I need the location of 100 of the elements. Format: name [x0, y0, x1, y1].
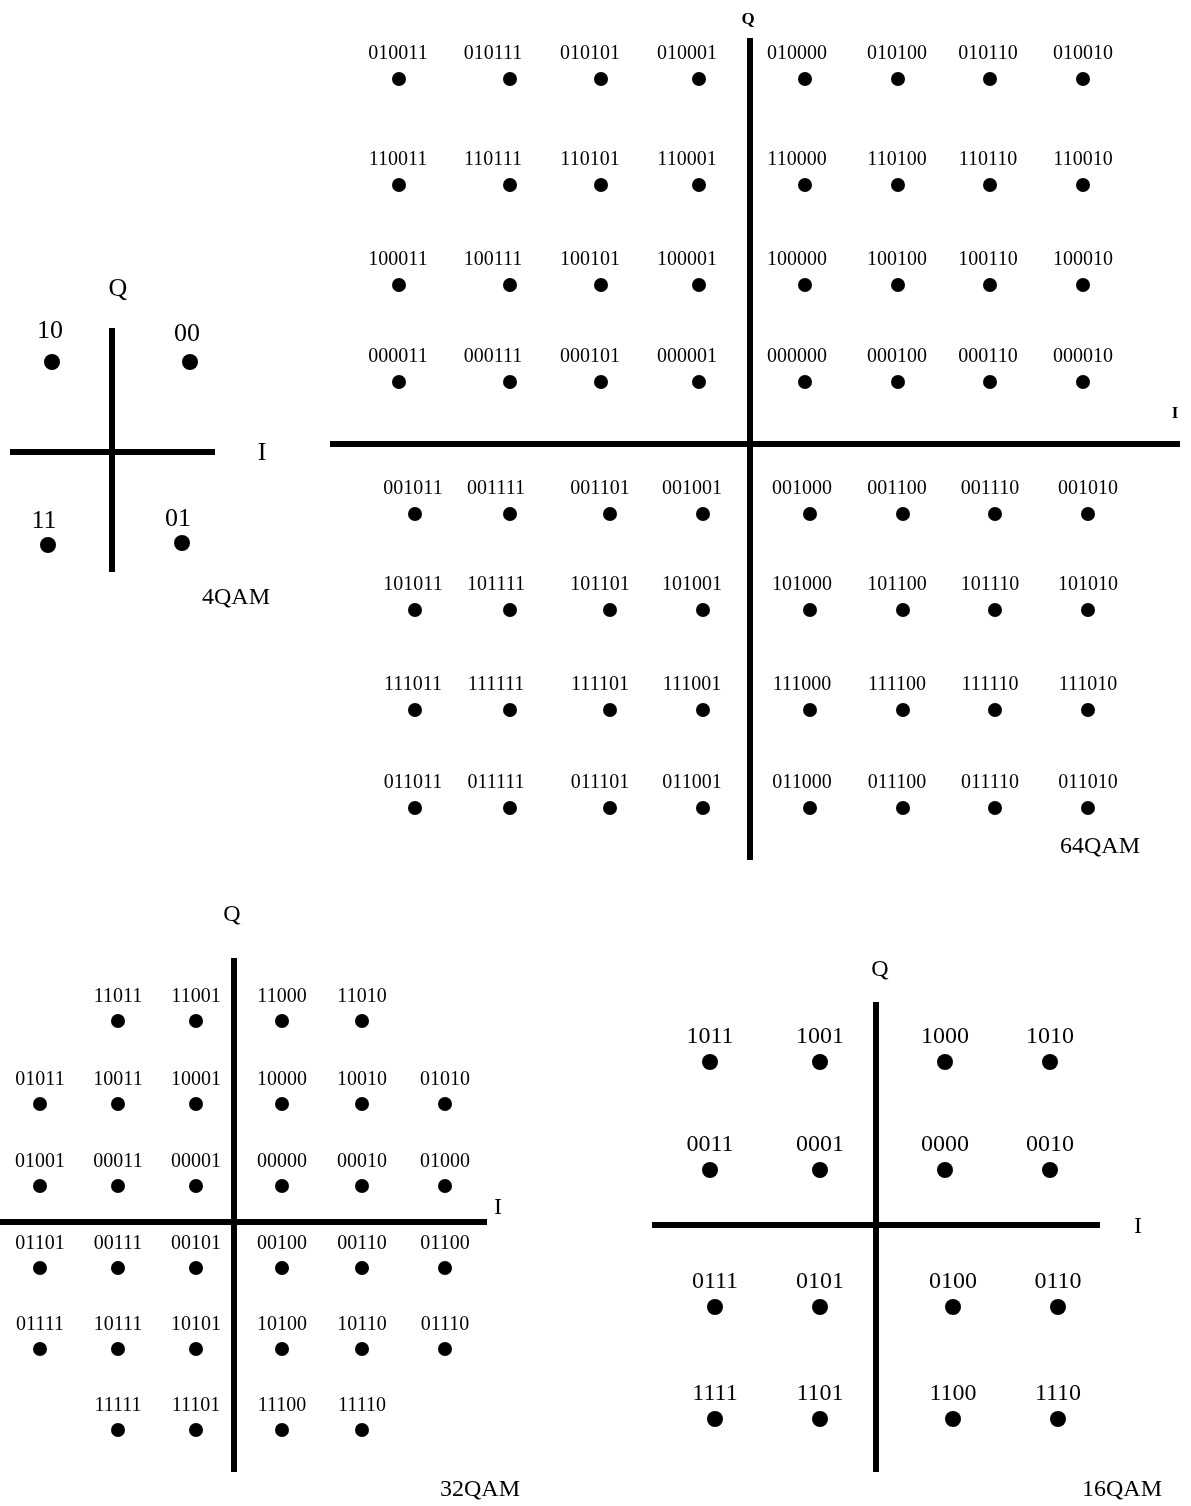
bit-label: 011101: [570, 771, 630, 791]
bit-label: 10101: [171, 1313, 221, 1333]
bit-label: 100110: [958, 248, 1018, 268]
bit-label: 000000: [767, 345, 827, 365]
bit-label: 001111: [467, 477, 525, 497]
bit-label: 1000: [921, 1023, 969, 1047]
bit-label: 000101: [560, 345, 620, 365]
bit-label: 00001: [171, 1150, 221, 1170]
bit-label: 01110: [420, 1313, 470, 1333]
bit-label: 100000: [767, 248, 827, 268]
bit-label: 0011: [686, 1131, 734, 1155]
bit-label: 10110: [337, 1313, 387, 1333]
bit-label: 11010: [337, 985, 387, 1005]
bit-label: 010111: [463, 42, 523, 62]
bit-label: 00010: [337, 1150, 387, 1170]
bit-label: 100011: [368, 248, 428, 268]
axis-label: I: [257, 439, 267, 465]
bit-label: 100101: [560, 248, 620, 268]
bit-label: 101100: [867, 573, 927, 593]
bit-label: 01: [165, 505, 191, 531]
bit-label: 010001: [657, 42, 717, 62]
bit-label: 001000: [772, 477, 832, 497]
bit-label: 10100: [257, 1313, 307, 1333]
bit-label: 1001: [796, 1023, 844, 1047]
axis-label: Q: [108, 275, 128, 301]
bit-label: 011110: [961, 771, 1019, 791]
bit-label: 10001: [171, 1068, 221, 1088]
bit-label: 00101: [171, 1232, 221, 1252]
bit-label: 111110: [961, 673, 1019, 693]
bit-label: 110000: [767, 148, 827, 168]
bit-label: 10111: [93, 1313, 143, 1333]
constellation-title: 64QAM: [1060, 833, 1140, 857]
bit-label: 011111: [467, 771, 525, 791]
bit-label: 01011: [15, 1068, 65, 1088]
bit-label: 1110: [1034, 1380, 1082, 1404]
bit-label: 0000: [921, 1131, 969, 1155]
bit-label: 00011: [93, 1150, 143, 1170]
bit-label: 100100: [867, 248, 927, 268]
bit-label: 000001: [657, 345, 717, 365]
bit-label: 01101: [15, 1232, 65, 1252]
bit-label: 011011: [383, 771, 443, 791]
bit-label: 01001: [15, 1150, 65, 1170]
bit-label: 010101: [560, 42, 620, 62]
bit-label: 01111: [16, 1313, 64, 1333]
bit-label: 111000: [772, 673, 832, 693]
bit-label: 00: [174, 320, 200, 346]
axis-label: Q: [223, 901, 241, 925]
bit-label: 110010: [1053, 148, 1113, 168]
constellation-title: 16QAM: [1082, 1476, 1162, 1500]
bit-label: 010100: [867, 42, 927, 62]
bit-label: 1100: [929, 1380, 977, 1404]
bit-label: 010010: [1053, 42, 1113, 62]
bit-label: 111010: [1058, 673, 1118, 693]
bit-label: 00000: [257, 1150, 307, 1170]
axis-label: Q: [741, 9, 755, 27]
bit-label: 101011: [383, 573, 443, 593]
bit-label: 111111: [467, 673, 525, 693]
bit-label: 0100: [929, 1268, 977, 1292]
bit-label: 000100: [867, 345, 927, 365]
bit-label: 101110: [960, 573, 1020, 593]
bit-label: 111100: [868, 673, 926, 693]
constellation-title: 4QAM: [202, 584, 270, 608]
bit-label: 10011: [93, 1068, 143, 1088]
bit-label: 110111: [464, 148, 522, 168]
bit-label: 0001: [796, 1131, 844, 1155]
bit-label: 011001: [662, 771, 722, 791]
bit-label: 110101: [560, 148, 620, 168]
bit-label: 1101: [796, 1380, 844, 1404]
axis-label: I: [1134, 1213, 1142, 1237]
bit-label: 11000: [257, 985, 307, 1005]
bit-label: 11100: [257, 1394, 307, 1414]
bit-label: 000011: [368, 345, 428, 365]
bit-label: 10: [37, 317, 63, 343]
bit-label: 00110: [337, 1232, 387, 1252]
bit-label: 01000: [420, 1150, 470, 1170]
bit-label: 11001: [171, 985, 221, 1005]
bit-label: 11: [31, 507, 57, 533]
bit-label: 111101: [571, 673, 629, 693]
bit-label: 111011: [384, 673, 442, 693]
bit-label: 100001: [657, 248, 717, 268]
bit-label: 00111: [93, 1232, 143, 1252]
bit-label: 0010: [1026, 1131, 1074, 1155]
bit-label: 001100: [867, 477, 927, 497]
bit-label: 101101: [570, 573, 630, 593]
bit-label: 010011: [368, 42, 428, 62]
bit-label: 10010: [337, 1068, 387, 1088]
bit-label: 1011: [686, 1023, 734, 1047]
bit-label: 010000: [767, 42, 827, 62]
bit-label: 10000: [257, 1068, 307, 1088]
bit-label: 010110: [958, 42, 1018, 62]
axis-label: I: [1171, 403, 1179, 421]
bit-label: 110100: [867, 148, 927, 168]
axis-label: Q: [871, 956, 889, 980]
bit-label: 1010: [1026, 1023, 1074, 1047]
bit-label: 011000: [772, 771, 832, 791]
bit-label: 011010: [1058, 771, 1118, 791]
bit-label: 100111: [463, 248, 523, 268]
bit-label: 001011: [383, 477, 443, 497]
bit-label: 110011: [368, 148, 428, 168]
bit-label: 00100: [257, 1232, 307, 1252]
